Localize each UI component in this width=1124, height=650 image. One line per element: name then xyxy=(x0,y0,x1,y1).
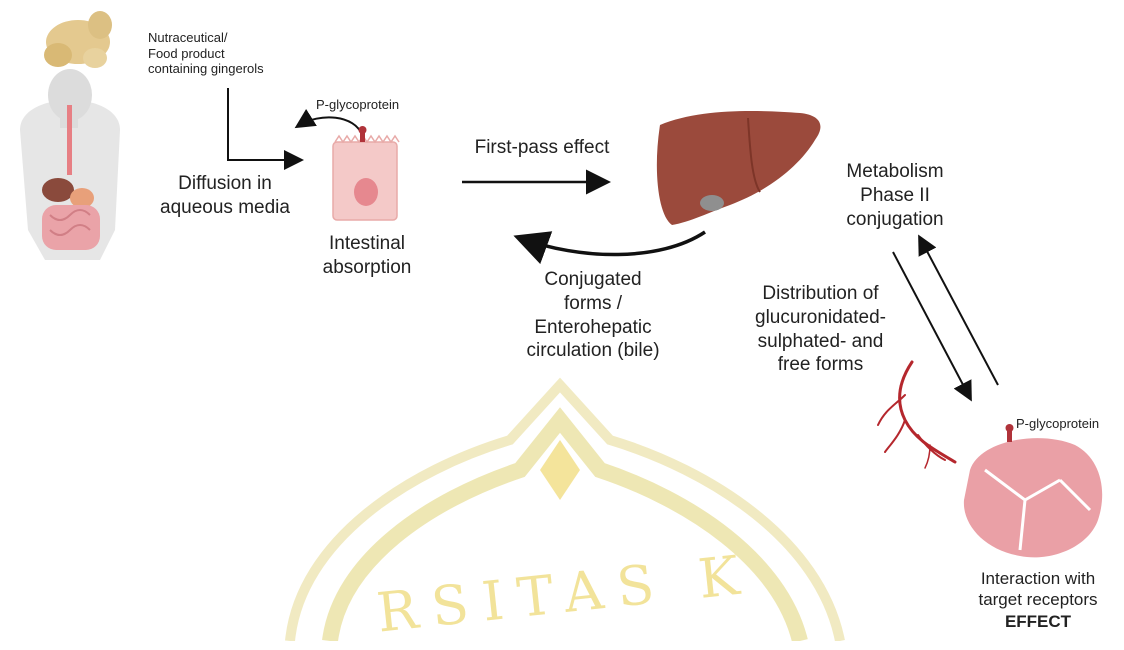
source-label-line-1: Nutraceutical/ xyxy=(148,30,298,46)
metabolism-line-2: Phase II xyxy=(820,184,970,208)
target-tissue-icon xyxy=(964,438,1102,557)
diffusion-label: Diffusion in aqueous media xyxy=(145,172,305,220)
diffusion-line-1: Diffusion in xyxy=(145,172,305,196)
intestinal-line-1: Intestinal xyxy=(302,232,432,256)
metabolism-up-arrow xyxy=(920,238,998,385)
metabolism-label: Metabolism Phase II conjugation xyxy=(820,160,970,231)
effect-line-3: EFFECT xyxy=(958,611,1118,632)
human-digestive-system-icon xyxy=(20,69,120,260)
conjugated-line-2: forms / xyxy=(508,292,678,316)
distribution-line-4: free forms xyxy=(738,353,903,377)
diffusion-line-2: aqueous media xyxy=(145,196,305,220)
source-label-line-2: Food product xyxy=(148,46,298,62)
source-label-line-3: containing gingerols xyxy=(148,61,298,77)
distribution-label: Distribution of glucuronidated- sulphate… xyxy=(738,282,903,377)
conjugated-line-1: Conjugated xyxy=(508,268,678,292)
conjugated-forms-label: Conjugated forms / Enterohepatic circula… xyxy=(508,268,678,363)
p-glycoprotein-top-label: P-glycoprotein xyxy=(316,97,436,113)
intestinal-cell-icon xyxy=(333,136,399,220)
intestinal-absorption-label: Intestinal absorption xyxy=(302,232,432,280)
blood-vessels-icon xyxy=(878,362,955,468)
source-to-cell-arrow xyxy=(228,88,300,160)
effect-label: Interaction with target receptors EFFECT xyxy=(958,568,1118,632)
pgp-efflux-arrow xyxy=(298,117,362,135)
first-pass-label: First-pass effect xyxy=(452,136,632,160)
distribution-line-3: sulphated- and xyxy=(738,330,903,354)
conjugated-line-3: Enterohepatic xyxy=(508,316,678,340)
metabolism-line-3: conjugation xyxy=(820,208,970,232)
source-label: Nutraceutical/ Food product containing g… xyxy=(148,30,298,77)
p-glycoprotein-target-icon xyxy=(1006,424,1014,442)
p-glycoprotein-target-label: P-glycoprotein xyxy=(1016,416,1124,432)
intestinal-line-2: absorption xyxy=(302,256,432,280)
distribution-line-2: glucuronidated- xyxy=(738,306,903,330)
distribution-line-1: Distribution of xyxy=(738,282,903,306)
metabolism-line-1: Metabolism xyxy=(820,160,970,184)
effect-line-2: target receptors xyxy=(958,589,1118,610)
effect-line-1: Interaction with xyxy=(958,568,1118,589)
conjugated-line-4: circulation (bile) xyxy=(508,339,678,363)
enterohepatic-arrow xyxy=(520,232,705,255)
ginger-icon xyxy=(44,11,112,68)
liver-icon xyxy=(657,111,821,225)
